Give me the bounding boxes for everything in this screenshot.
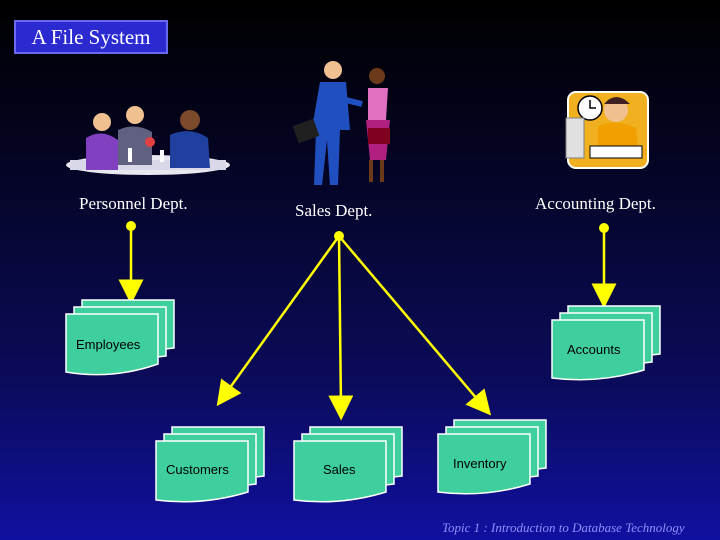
dining-people-icon	[66, 106, 230, 175]
slide-title: A File System	[14, 20, 168, 54]
personnel-dept-label: Personnel Dept.	[79, 194, 188, 213]
accounts-file-label: Accounts	[567, 342, 621, 357]
inventory-file-stack	[437, 419, 547, 495]
accounting-dept-label: Accounting Dept.	[535, 194, 656, 213]
personnel-connector	[118, 221, 144, 305]
sales-file-label: Sales	[323, 462, 356, 477]
handshake-icon	[292, 61, 390, 185]
employees-file-label: Employees	[76, 337, 141, 352]
accounting-connector	[591, 223, 617, 309]
clerk-at-desk-icon	[565, 91, 649, 169]
customers-file-label: Customers	[166, 462, 229, 477]
employees-file-stack	[65, 299, 175, 376]
sales-connector	[216, 231, 492, 421]
customers-file-stack	[155, 426, 265, 503]
footer-topic: Topic 1 : Introduction to Database Techn…	[442, 520, 685, 535]
inventory-file-label: Inventory	[453, 456, 507, 471]
sales-dept-label: Sales Dept.	[295, 201, 373, 220]
accounts-file-stack	[551, 305, 661, 381]
sales-file-stack	[293, 426, 403, 503]
